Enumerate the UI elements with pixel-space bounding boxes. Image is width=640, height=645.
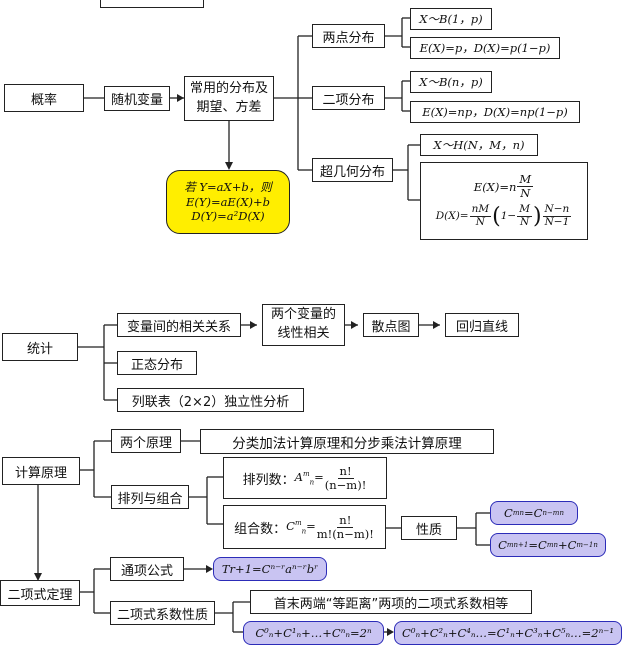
hypergeo-e-num: M [517,172,534,187]
two-point-formula: X～B(1，p) [410,8,492,30]
coefficient-sum: C⁰ₙ+C¹ₙ+…+Cⁿₙ=2ⁿ [243,621,384,645]
probability-root: 概率 [4,84,84,112]
hypergeometric-formula: X～H(N，M，n) [420,134,538,156]
equidistant-property: 首末两端“等距离”两项的二项式系数相等 [250,590,532,614]
linear-correlation-node: 两个变量的 线性相关 [262,304,345,346]
two-point-dist-node: 两点分布 [312,24,385,48]
perm-comb-node: 排列与组合 [111,485,189,509]
common-dist-line1: 常用的分布及 [189,80,268,96]
combination-formula-box: 组合数： Cmn= n!m!(n−m)! [223,505,386,549]
hypergeo-d-f3-num: N−n [542,203,572,217]
permutation-formula-box: 排列数： Amn= n!(n−m)! [223,457,387,499]
principles-description: 分类加法计算原理和分步乘法计算原理 [200,429,494,454]
hypergeo-d-f3-den: N−1 [544,215,570,228]
counting-root: 计算原理 [2,457,80,485]
linear-corr-line2: 线性相关 [277,326,330,341]
perm-num: n! [337,463,354,479]
comb-den: m!(n−m)! [316,526,374,541]
coefficient-properties-node: 二项式系数性质 [110,601,215,625]
hypergeo-d-prefix: D(X)= [435,210,469,223]
hypergeo-d-f2-num: M [517,203,532,217]
binomial-expectation: E(X)=np，D(X)=np(1−p) [410,101,580,123]
random-variable-node: 随机变量 [104,86,170,111]
cropped-top-box [100,0,204,8]
hypergeo-d-one: 1− [500,210,517,223]
binomial-formula: X～B(n，p) [410,71,492,93]
two-principles-node: 两个原理 [111,429,181,453]
linear-transform-box: 若 Y=aX+b，则 E(Y)=aE(X)+b D(Y)=a²D(X) [166,170,290,234]
general-term-formula: Tr+1=Cⁿ⁻ʳaⁿ⁻ʳbʳ [213,557,327,581]
binomial-dist-node: 二项分布 [312,86,385,110]
comb-num: n! [337,512,354,528]
hypergeometric-dist-node: 超几何分布 [312,158,393,182]
comb-label: 组合数： [234,521,287,537]
regression-line-node: 回归直线 [445,313,519,337]
linear-line2: E(Y)=aE(X)+b [185,194,270,209]
two-point-expectation: E(X)=p，D(X)=p(1−p) [410,37,560,59]
perm-fraction: n!(n−m)! [325,465,367,491]
normal-distribution-node: 正态分布 [117,351,197,375]
hypergeo-left-paren: ( [492,203,501,229]
hypergeo-right-paren: ) [532,203,542,229]
hypergeo-d-f1-den: N [475,215,485,228]
comb-fraction: n!m!(n−m)! [317,514,374,540]
general-term-node: 通项公式 [110,557,184,581]
perm-den: (n−m)! [324,477,367,492]
binomial-theorem-root: 二项式定理 [0,580,80,606]
linear-line3: D(Y)=a²D(X) [191,209,265,224]
scatter-plot-node: 散点图 [363,313,419,337]
property-node: 性质 [401,516,457,540]
linear-corr-line1: 两个变量的 [270,307,336,323]
perm-label: 排列数： [242,472,295,488]
perm-lhs: Amn= [294,469,324,487]
hypergeo-e-prefix: E(X)=n [473,179,517,194]
statistics-root: 统计 [2,333,78,361]
linear-line1: 若 Y=aX+b，则 [184,180,272,195]
correlation-node: 变量间的相关关系 [117,313,241,337]
common-distribution-node: 常用的分布及 期望、方差 [184,76,274,121]
contingency-table-node: 列联表（2×2）独立性分析 [117,388,304,412]
comb-lhs: Cmn= [286,518,316,536]
hypergeo-d-f2-den: N [519,215,530,228]
common-dist-line2: 期望、方差 [196,99,262,115]
hypergeo-d-f1-num: nM [469,203,492,217]
hypergeo-e-den: N [520,186,531,200]
coefficient-parity-sum: C⁰ₙ+C²ₙ+C⁴ₙ…=C¹ₙ+C³ₙ+C⁵ₙ…=2ⁿ⁻¹ [394,621,622,645]
